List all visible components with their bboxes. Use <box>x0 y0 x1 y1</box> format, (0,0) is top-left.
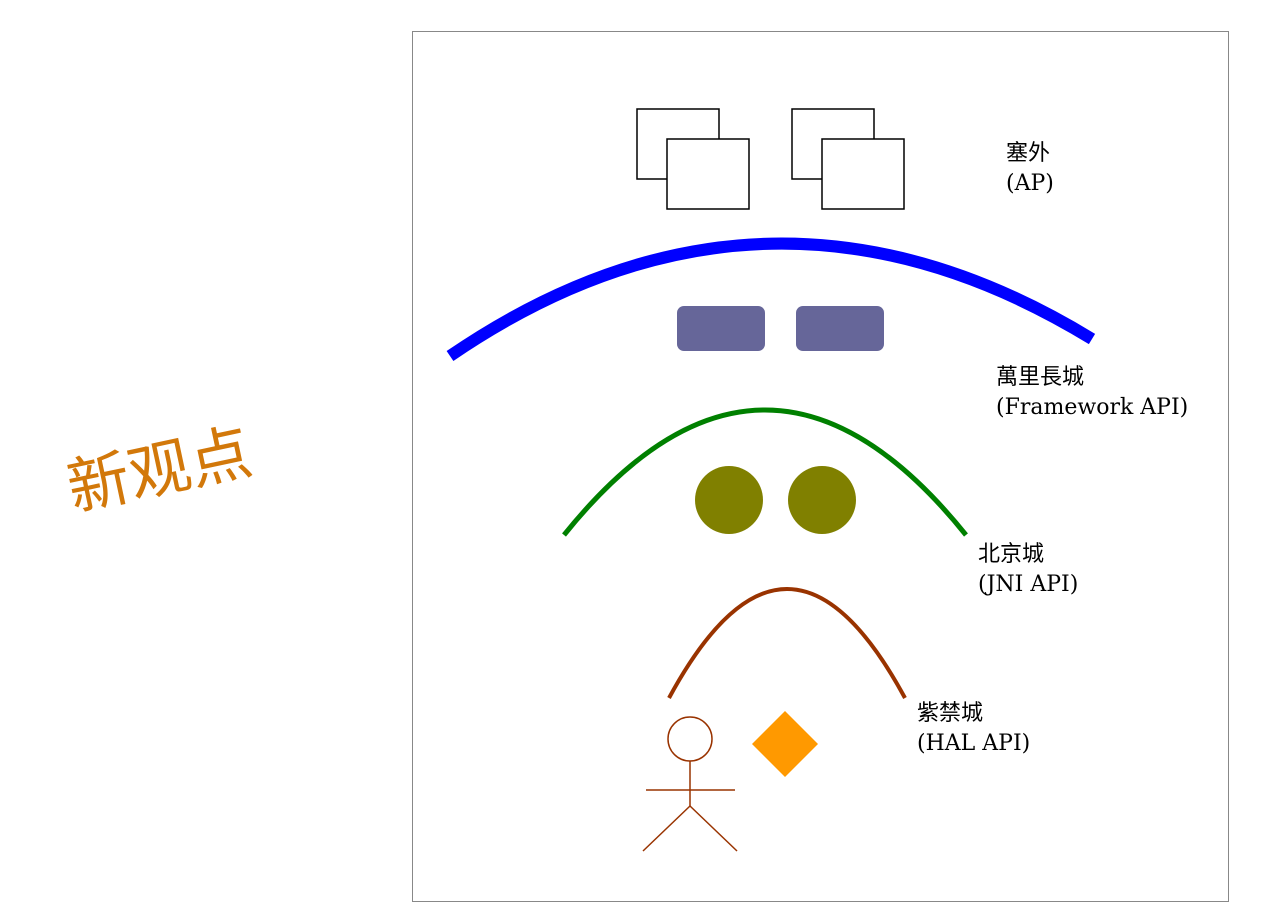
layer-api: (JNI API) <box>978 572 1079 597</box>
jni-wall-arc <box>562 407 968 537</box>
layer-label-hal: 紫禁城 (HAL API) <box>917 699 1030 759</box>
window-stack-icon <box>636 108 750 210</box>
layer-api: (HAL API) <box>917 731 1031 756</box>
framework-wall-arc <box>446 237 1096 361</box>
diagram-frame <box>412 31 1229 902</box>
layer-name: 紫禁城 <box>917 701 984 726</box>
layer-name: 塞外 <box>1006 141 1051 166</box>
diamond-icon <box>752 711 818 777</box>
layer-api: (Framework API) <box>996 395 1189 420</box>
rounded-block-icon <box>796 306 884 351</box>
circle-icon <box>788 466 856 534</box>
layer-name: 萬里長城 <box>996 365 1085 390</box>
layer-api: (AP) <box>1006 171 1054 196</box>
layer-label-jni: 北京城 (JNI API) <box>978 540 1078 600</box>
hal-wall-arc <box>667 587 907 699</box>
stick-figure-icon <box>642 716 738 852</box>
rounded-block-icon <box>677 306 765 351</box>
layer-label-framework: 萬里長城 (Framework API) <box>996 363 1188 423</box>
layer-name: 北京城 <box>978 542 1045 567</box>
layer-label-ap: 塞外 (AP) <box>1006 139 1054 199</box>
window-stack-icon <box>791 108 905 210</box>
circle-icon <box>695 466 763 534</box>
